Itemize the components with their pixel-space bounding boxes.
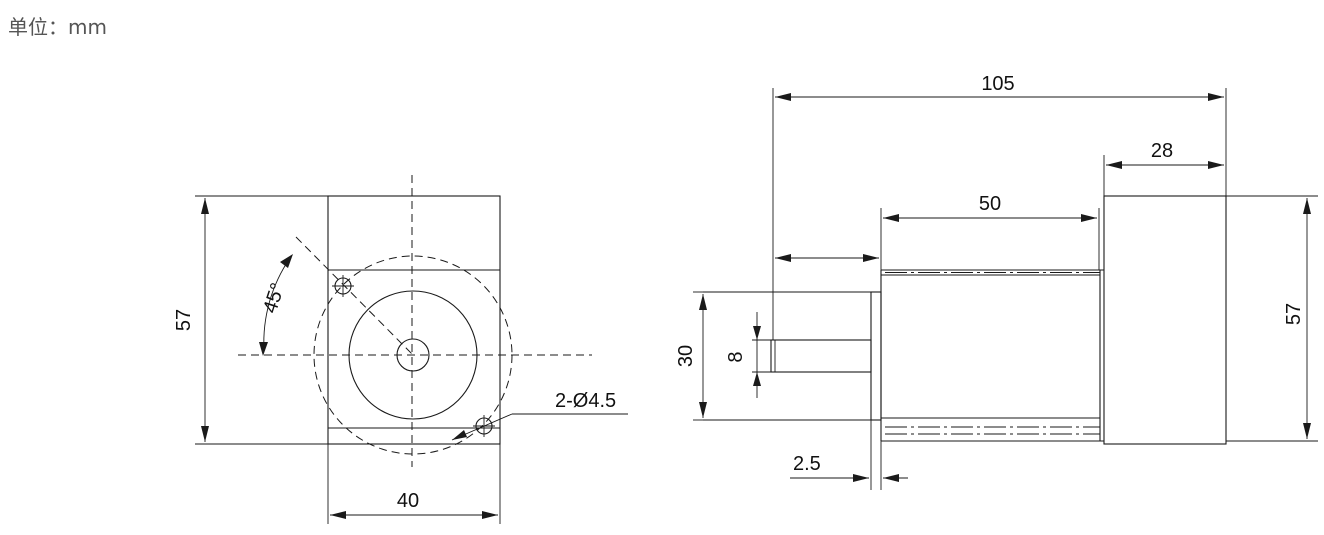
front-body-outline [327, 195, 501, 445]
hole-label: 2-Ø4.5 [555, 390, 616, 412]
side-overall-arrow-right [1208, 93, 1224, 101]
side-shaft-length-arrow-right [863, 254, 879, 262]
side-height-arrow-bottom [1303, 423, 1311, 439]
side-shaft-arrow-bottom [753, 372, 761, 386]
side-motor-label: 50 [979, 193, 1001, 215]
front-width-label: 40 [397, 490, 419, 512]
side-shaft-label: 8 [725, 351, 747, 362]
side-motor-arrow-right [1081, 214, 1097, 222]
angle-arc [263, 257, 291, 351]
front-height-label: 57 [173, 309, 195, 331]
front-45deg-centerline [295, 236, 414, 356]
angle-label: 45° [259, 280, 289, 316]
side-motor-arrow-left [883, 214, 899, 222]
front-width-arrow-right [482, 511, 498, 519]
hole-leader-arrow [452, 430, 467, 440]
side-gearbox-body [1103, 195, 1227, 445]
side-height-arrow-top [1303, 198, 1311, 214]
side-overall-arrow-left [775, 93, 791, 101]
side-shaft [770, 339, 872, 373]
side-pilot-arrow-top [699, 294, 707, 310]
side-pilot-arrow-bottom [699, 402, 707, 418]
side-shaft-length-arrow-left [775, 254, 791, 262]
side-gearbox-label: 28 [1151, 140, 1173, 162]
side-height-label: 57 [1283, 303, 1305, 325]
mounting-hole-top-left [332, 275, 354, 297]
side-flange-label: 2.5 [793, 453, 821, 475]
unit-label: 单位：mm [8, 15, 107, 39]
angle-arrow-top [280, 254, 293, 268]
side-shaft-arrow-top [753, 326, 761, 340]
side-flange-plate [870, 291, 882, 421]
side-overall-label: 105 [981, 73, 1014, 95]
side-view: 105 28 50 57 30 8 [675, 73, 1318, 490]
front-view: 57 40 45° [173, 175, 628, 524]
side-pilot-label: 30 [675, 345, 697, 367]
side-gearbox-arrow-left [1106, 161, 1122, 169]
side-flange-arrow-right [883, 474, 899, 482]
front-width-arrow-left [330, 511, 346, 519]
side-gearbox-arrow-right [1208, 161, 1224, 169]
front-height-arrow-bottom [201, 426, 209, 442]
front-height-arrow-top [201, 198, 209, 214]
side-flange-arrow-left [853, 474, 869, 482]
angle-arrow-bottom [259, 342, 268, 356]
